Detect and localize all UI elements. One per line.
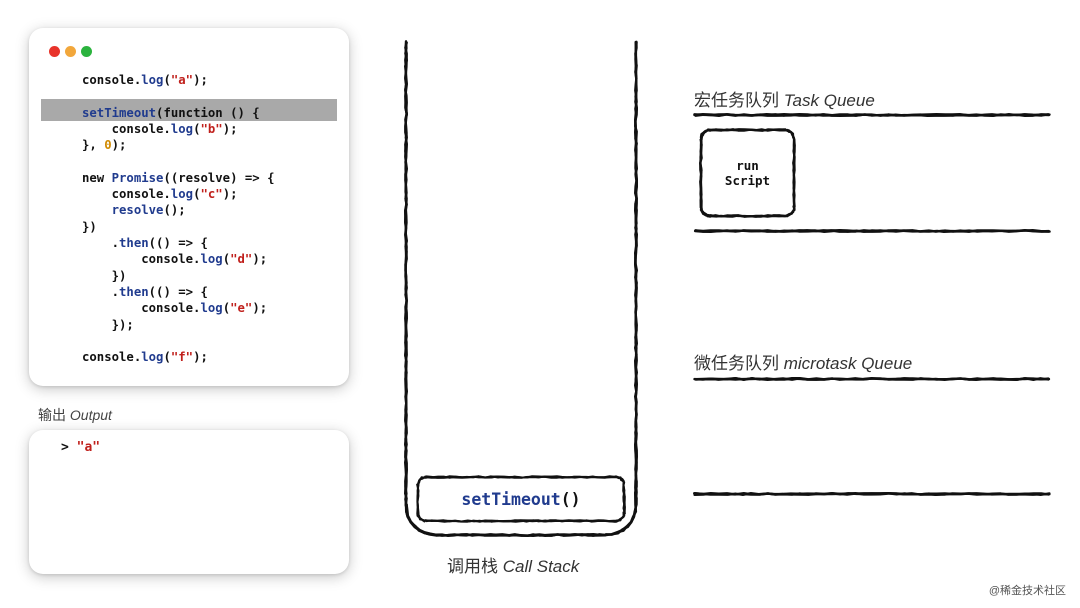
code-line: console.log("a"); bbox=[82, 72, 208, 88]
code-line: resolve(); bbox=[82, 202, 186, 218]
code-line: .then(() => { bbox=[82, 235, 208, 251]
code-editor-card: console.log("a"); setTimeout(function () … bbox=[29, 28, 349, 386]
task-queue-item: run Script bbox=[701, 130, 794, 216]
output-console: > "a" bbox=[29, 430, 349, 574]
code-line: .then(() => { bbox=[82, 284, 208, 300]
output-label: 输出 Output bbox=[38, 405, 112, 425]
code-line: }, 0); bbox=[82, 137, 126, 153]
close-dot[interactable] bbox=[49, 46, 60, 57]
code-line: }) bbox=[82, 219, 97, 235]
call-stack-frame: setTimeout() bbox=[418, 478, 624, 520]
maximize-dot[interactable] bbox=[81, 46, 92, 57]
code-line: console.log("b"); bbox=[82, 121, 238, 137]
code-line: }) bbox=[82, 268, 126, 284]
output-line: > "a" bbox=[61, 440, 100, 455]
code-line: console.log("e"); bbox=[82, 300, 267, 316]
watermark: @稀金技术社区 bbox=[989, 582, 1066, 598]
code-line: console.log("c"); bbox=[82, 186, 238, 202]
code-line: console.log("d"); bbox=[82, 251, 267, 267]
code-line: new Promise((resolve) => { bbox=[82, 170, 275, 186]
code-line: console.log("f"); bbox=[82, 349, 208, 365]
code-line: }); bbox=[82, 317, 134, 333]
minimize-dot[interactable] bbox=[65, 46, 76, 57]
window-controls bbox=[49, 46, 92, 57]
task-queue-label: 宏任务队列 Task Queue bbox=[694, 86, 875, 111]
code-line: setTimeout(function () { bbox=[82, 105, 260, 121]
microtask-queue-label: 微任务队列 microtask Queue bbox=[694, 349, 912, 374]
call-stack-label: 调用栈 Call Stack bbox=[447, 552, 579, 577]
